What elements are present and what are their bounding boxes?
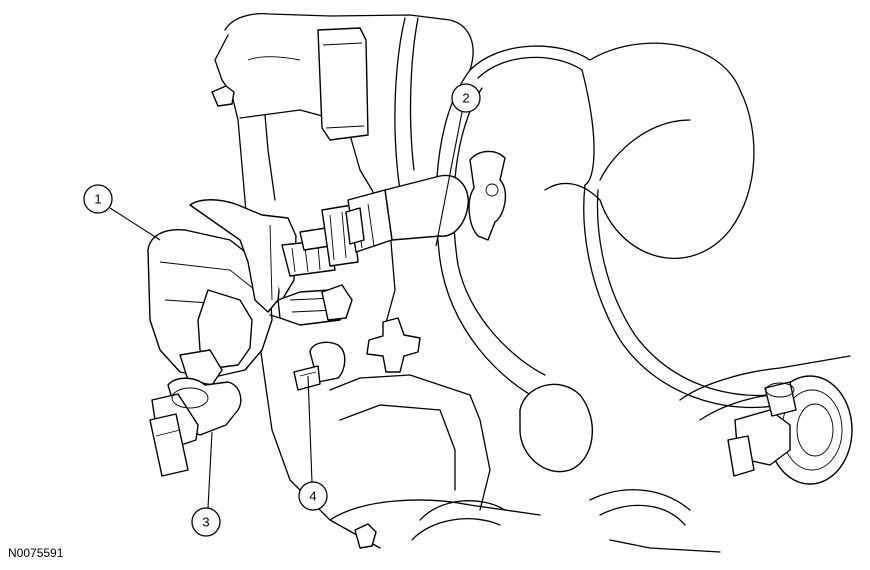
callout-1: 1 bbox=[83, 184, 113, 214]
callout-1-leader bbox=[109, 207, 161, 241]
callout-2: 2 bbox=[451, 83, 481, 113]
park-turn-bulb bbox=[345, 174, 469, 253]
headlamp-bulb-socket bbox=[147, 199, 297, 386]
callout-4-label: 4 bbox=[309, 489, 316, 504]
halogen-bulb bbox=[149, 377, 242, 477]
callout-4-leader bbox=[307, 375, 313, 483]
callout-2-leader bbox=[435, 111, 463, 247]
callout-4: 4 bbox=[298, 481, 328, 511]
right-socket bbox=[727, 375, 853, 485]
callout-3: 3 bbox=[191, 507, 221, 537]
figure-id-label: N0075591 bbox=[8, 546, 64, 560]
callout-2-label: 2 bbox=[462, 91, 469, 106]
headlamp-housing bbox=[211, 12, 851, 553]
callout-3-label: 3 bbox=[202, 515, 209, 530]
callout-3-leader bbox=[207, 431, 213, 509]
wedge-bulb bbox=[293, 341, 346, 391]
callout-1-label: 1 bbox=[94, 192, 101, 207]
